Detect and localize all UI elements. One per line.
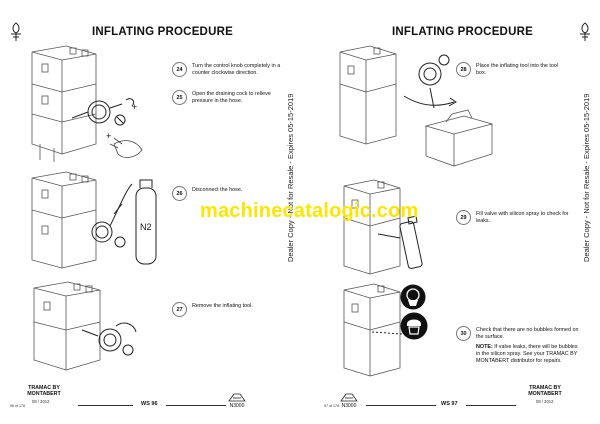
footer-rule [466, 405, 516, 406]
page-title: INFLATING PROCEDURE [92, 26, 233, 38]
right-manual-page: INFLATING PROCEDURE 28 Place the inflati… [300, 0, 600, 424]
svg-text:+: + [106, 131, 111, 141]
footer-ws-code: WS 96 [141, 401, 158, 407]
step-number: 30 [456, 326, 471, 341]
footer-model-code: N3000 [341, 403, 357, 409]
step-number: 28 [456, 62, 471, 77]
step-text: Place the inflating tool into the tool b… [476, 63, 559, 76]
step-number: 26 [172, 186, 187, 201]
manufacturer-corner-logo-icon [580, 22, 590, 41]
dealer-copy-note: Dealer Copy - Not for Resale - Expires 0… [286, 93, 295, 262]
footer-rule [78, 405, 133, 406]
gas-label: N2 [140, 222, 152, 232]
step-30: 30 Check that there are no bubbles forme… [456, 326, 582, 341]
footer-ws-code: WS 97 [441, 401, 458, 407]
figure-silicon-spray [343, 179, 423, 275]
footer-date: 08 / 2012 [32, 399, 50, 404]
figure-check-bubbles [343, 283, 403, 377]
step-29: 29 Fill valve with silicon spray to chec… [456, 210, 576, 225]
wear-respirator-icon [400, 284, 426, 310]
figure-remove-tool [33, 281, 137, 371]
footer-page-ref: 97 of 178 [324, 404, 339, 408]
footer-rule [366, 405, 436, 406]
step-28: 28 Place the inflating tool into the too… [456, 62, 568, 77]
tramac-logo-icon [340, 393, 358, 402]
svg-text:+: + [132, 102, 137, 112]
site-watermark: machinecatalogic.com [200, 200, 419, 222]
note-label: NOTE: [476, 344, 493, 350]
step-number: 25 [172, 90, 187, 105]
footer-brand-line2: MONTABERT [528, 391, 562, 397]
tramac-logo-icon [228, 393, 246, 402]
footer-rule [166, 405, 226, 406]
step-24: 24 Turn the control knob completely in a… [172, 62, 284, 77]
step-text: Disconnect the hose. [192, 187, 243, 193]
left-manual-page: INFLATING PROCEDURE + + 24 Turn the [10, 22, 295, 409]
footer-brand-line1: TRAMAC BY [529, 385, 561, 391]
step-text: Turn the control knob completely in a co… [192, 63, 281, 76]
figure-disconnect-hose: N2 [31, 171, 157, 269]
step-text: Fill valve with silicon spray to check f… [476, 211, 569, 224]
step-26: 26 Disconnect the hose. [172, 186, 284, 201]
footer-brand-line2: MONTABERT [27, 391, 61, 397]
step-25: 25 Open the draining cock to relieve pre… [172, 90, 284, 105]
step-27: 27 Remove the inflating tool. [172, 302, 284, 317]
note-body: If valve leaks, there will be bubbles in… [476, 344, 578, 364]
step-text: Check that there are no bubbles formed o… [476, 327, 579, 340]
footer-date: 08 / 2012 [536, 399, 554, 404]
step-text: Remove the inflating tool. [192, 303, 253, 309]
step-number: 29 [456, 210, 471, 225]
dealer-copy-note: Dealer Copy - Not for Resale - Expires 0… [582, 93, 591, 262]
step-text: Open the draining cock to relieve pressu… [192, 91, 271, 104]
wear-face-protection-icon [400, 312, 428, 340]
footer-brand-line1: TRAMAC BY [28, 385, 60, 391]
manufacturer-corner-logo-icon [11, 22, 21, 41]
note-text: NOTE: If valve leaks, there will be bubb… [476, 344, 582, 364]
page-title: INFLATING PROCEDURE [392, 26, 533, 38]
figure-place-tool-in-box [339, 45, 494, 167]
figure-turn-knob-open-cock: + + [31, 45, 143, 162]
step-number: 24 [172, 62, 187, 77]
step-number: 27 [172, 302, 187, 317]
footer-page-ref: 96 of 178 [10, 404, 25, 408]
footer-model-code: N3000 [229, 403, 245, 409]
